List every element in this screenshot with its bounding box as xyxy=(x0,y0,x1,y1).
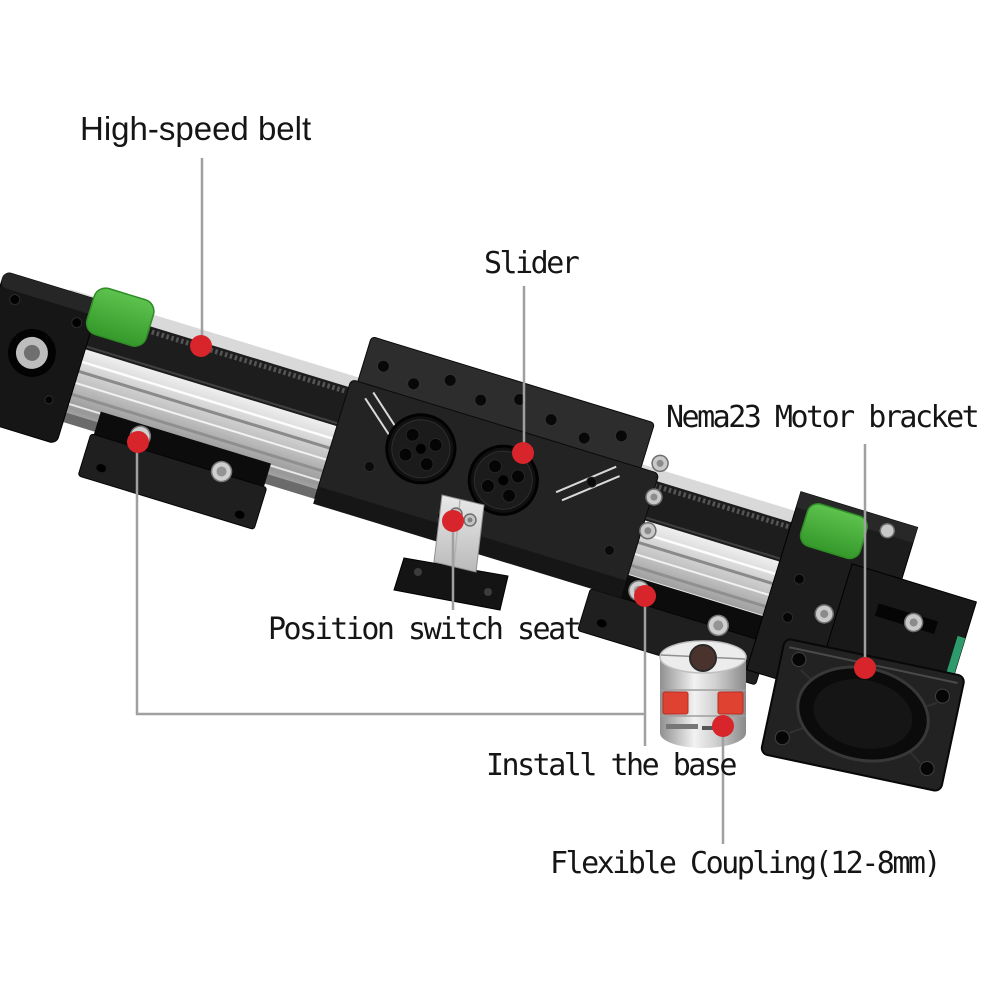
marker-flexible-coupling xyxy=(712,715,734,737)
green-end-cap-left xyxy=(85,287,155,347)
linear-rail-assembly xyxy=(0,272,978,725)
marker-position-switch-seat xyxy=(442,510,464,532)
label-flexible-coupling: Flexible Coupling(12-8mm) xyxy=(550,846,942,881)
label-high-speed-belt: High-speed belt xyxy=(80,110,312,147)
label-nema23-motor-bracket: Nema23 Motor bracket xyxy=(666,400,980,435)
leader-lines xyxy=(135,158,867,844)
label-install-the-base: Install the base xyxy=(486,748,737,783)
part-markers xyxy=(127,335,876,737)
marker-nema23-motor-bracket xyxy=(854,657,876,679)
marker-high-speed-belt xyxy=(190,335,212,357)
bearing-cover-right xyxy=(467,444,539,516)
coupling-spider-window xyxy=(717,691,744,715)
marker-base-bracket-left xyxy=(127,431,149,453)
bearing-cover-left xyxy=(385,413,457,485)
marker-slider xyxy=(512,442,534,464)
coupling-spider-window xyxy=(662,691,689,715)
slider-carriage xyxy=(313,336,669,598)
label-slider: Slider xyxy=(484,246,580,281)
label-position-switch-seat: Position switch seat xyxy=(268,612,582,647)
coupling-bore xyxy=(689,644,717,672)
flexible-coupling xyxy=(659,640,747,748)
marker-base-bracket-right xyxy=(634,585,656,607)
leader-install-the-base-left xyxy=(135,447,645,716)
green-end-cap-right xyxy=(799,503,868,560)
left-end-block xyxy=(0,272,99,443)
